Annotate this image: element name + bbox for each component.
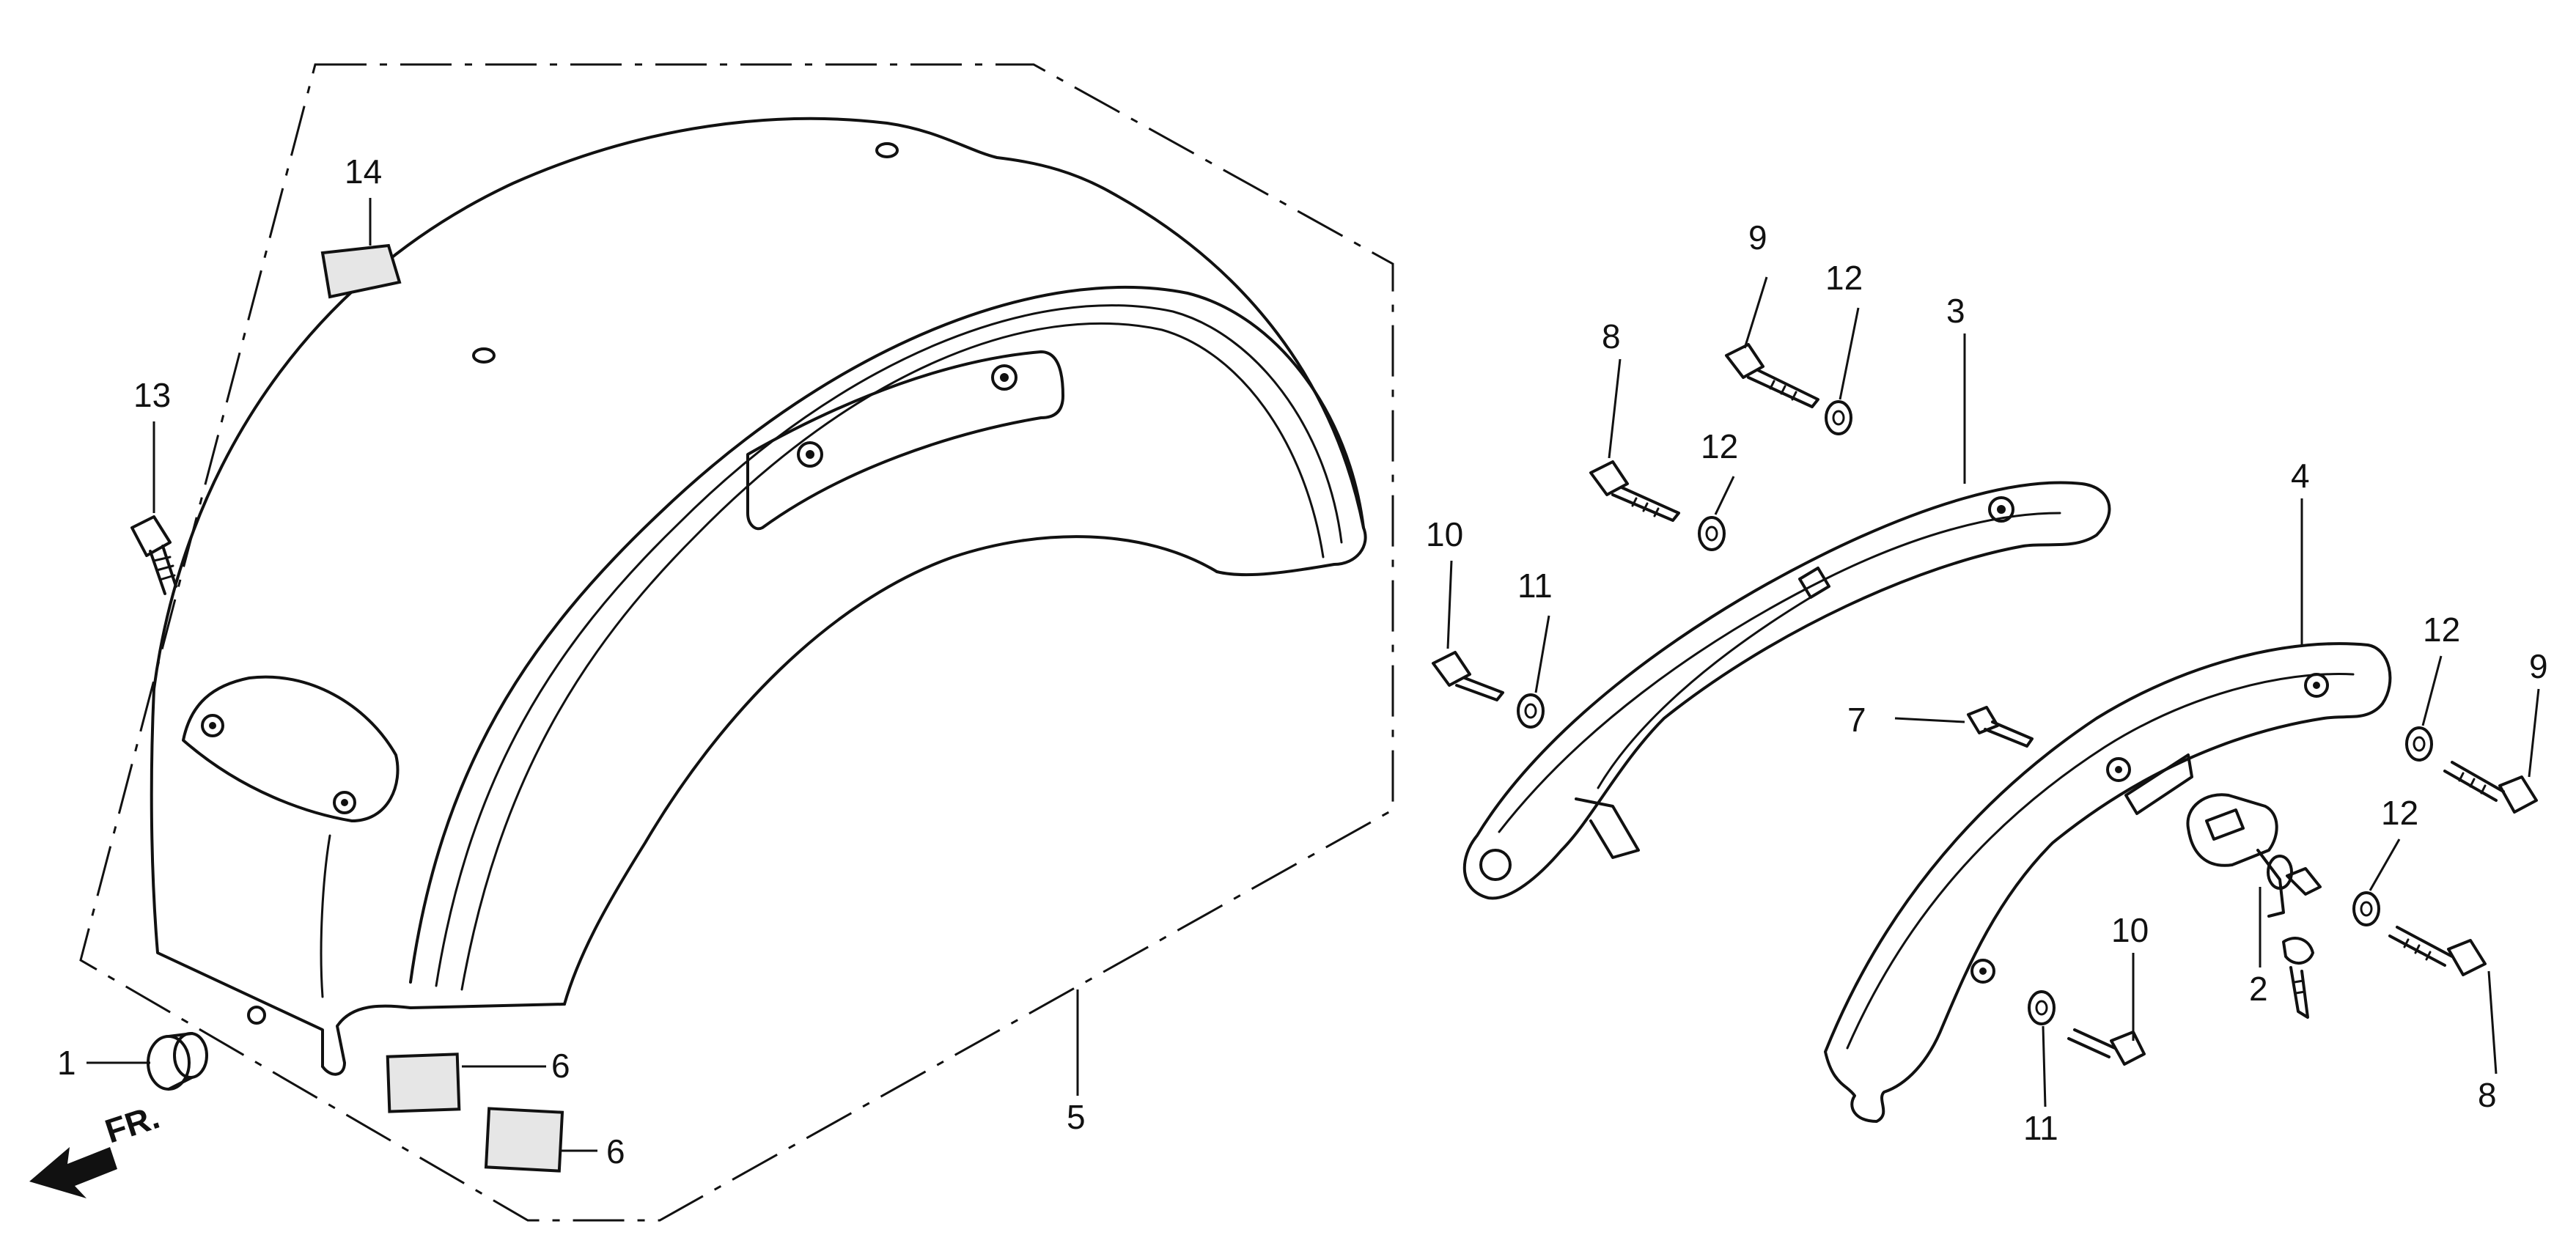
callout-10-lower: 10 <box>2111 911 2149 949</box>
leader-lines <box>87 198 2540 1152</box>
callout-7: 7 <box>1847 701 1866 739</box>
part-9-bolt-upper <box>1725 343 1819 408</box>
callout-14: 14 <box>345 152 382 191</box>
callout-5: 5 <box>1067 1098 1086 1136</box>
callout-12-b: 12 <box>1701 427 1738 465</box>
part-6-pad-lower <box>484 1107 564 1173</box>
part-12-washer-a <box>1825 400 1852 435</box>
front-direction-label: FR. <box>100 1097 164 1150</box>
callout-13: 13 <box>133 376 171 414</box>
front-direction-arrow-icon <box>29 1147 117 1198</box>
callout-11-lower: 11 <box>2023 1109 2058 1147</box>
callout-10-left: 10 <box>1426 515 1463 553</box>
callout-1: 1 <box>57 1044 76 1082</box>
callout-12-c: 12 <box>2423 611 2460 649</box>
callout-8-lower: 8 <box>2478 1076 2497 1114</box>
part-11-washer-lower <box>2028 990 2056 1025</box>
part-7-bolt <box>1967 706 2034 748</box>
callout-2: 2 <box>2249 970 2268 1008</box>
part-3-fender-stay-left <box>1462 481 2111 900</box>
callout-12-d: 12 <box>2381 794 2418 832</box>
callout-11-left: 11 <box>1517 567 1553 605</box>
callout-9-right: 9 <box>2529 647 2548 685</box>
part-6-pad-upper <box>386 1053 461 1113</box>
part-12-washer-c <box>2405 726 2433 762</box>
callout-12-a: 12 <box>1825 259 1863 297</box>
rear-fender <box>150 117 1367 1076</box>
callout-4: 4 <box>2291 457 2310 495</box>
part-10-bolt-lower <box>2067 1028 2146 1066</box>
callout-6-upper: 6 <box>551 1047 570 1085</box>
part-12-washer-b <box>1698 516 1726 551</box>
callout-labels: 14 13 1 6 6 5 9 12 3 8 12 10 11 7 4 12 9… <box>57 152 2548 1171</box>
part-9-bolt-right <box>2443 761 2538 814</box>
part-14-cushion-pad <box>320 243 402 299</box>
fender-assembly-outline <box>79 63 1394 1222</box>
callout-9-upper: 9 <box>1748 218 1767 257</box>
part-8-bolt-upper <box>1589 460 1680 522</box>
part-12-washer-d <box>2352 891 2380 926</box>
part-10-bolt-left <box>1432 651 1504 701</box>
part-1-grommet <box>147 1032 208 1091</box>
part-11-washer-left <box>1517 693 1545 729</box>
callout-6-lower: 6 <box>606 1132 625 1171</box>
callout-3: 3 <box>1946 292 1965 330</box>
part-8-bolt-lower <box>2388 926 2487 976</box>
part-2-lock-with-keys <box>2186 793 2322 1019</box>
part-4-fender-stay-right <box>1824 642 2392 1123</box>
callout-8-upper: 8 <box>1602 317 1621 355</box>
part-13-bolt <box>130 515 177 595</box>
